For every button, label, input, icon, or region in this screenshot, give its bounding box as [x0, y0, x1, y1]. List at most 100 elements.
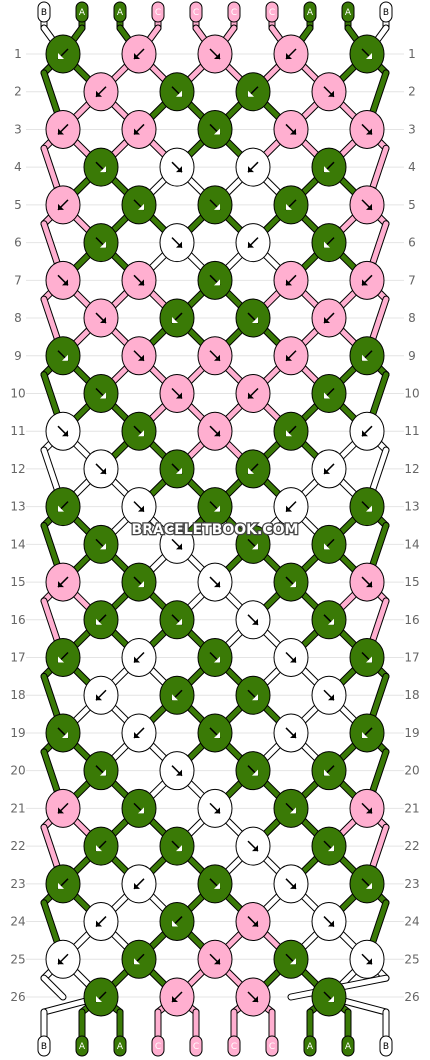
knot	[121, 411, 157, 451]
top-string-label: C	[193, 8, 199, 18]
knot	[273, 109, 309, 149]
row-number-left: 3	[14, 122, 22, 136]
knot	[311, 977, 347, 1017]
bottom-string-label: C	[155, 1042, 161, 1052]
knot	[45, 260, 81, 300]
row-number-right: 8	[408, 311, 416, 325]
arrow-head-icon	[100, 241, 106, 248]
row-number-right: 7	[408, 273, 416, 287]
arrow-head-icon	[96, 920, 102, 927]
arrow-head-icon	[324, 317, 330, 324]
arrow-head-icon	[286, 505, 292, 512]
row-number-right: 17	[404, 651, 419, 665]
knot	[159, 223, 195, 263]
arrow-head-icon	[286, 53, 292, 59]
knot	[121, 185, 157, 225]
arrow-head-icon	[176, 166, 182, 173]
knot	[121, 788, 157, 828]
knot	[159, 449, 195, 489]
knot	[45, 638, 81, 678]
arrow-head-icon	[96, 845, 102, 852]
bottom-string-cap	[265, 1035, 279, 1057]
row-number-left: 7	[14, 273, 22, 287]
row-number-right: 18	[404, 688, 419, 702]
arrow-head-icon	[290, 958, 296, 965]
arrow-head-icon	[252, 769, 258, 776]
row-number-left: 26	[10, 990, 25, 1004]
knot	[273, 939, 309, 979]
arrow-head-icon	[62, 354, 68, 361]
knot	[235, 147, 271, 187]
arrow-head-icon	[214, 807, 220, 814]
knot	[273, 864, 309, 904]
arrow-head-icon	[214, 958, 220, 965]
row-number-right: 6	[408, 236, 416, 250]
knot	[235, 524, 271, 564]
bottom-string-label: C	[269, 1042, 275, 1052]
bottom-string-cap	[75, 1035, 89, 1057]
arrow-head-icon	[252, 694, 258, 701]
knot	[273, 487, 309, 527]
arrow-head-icon	[138, 279, 144, 286]
thread-segment	[41, 975, 66, 1000]
row-number-left: 9	[14, 349, 22, 363]
arrow-head-icon	[214, 354, 220, 361]
arrow-head-icon	[214, 53, 220, 59]
top-string-cap	[265, 1, 279, 23]
knot	[273, 713, 309, 753]
arrow-head-icon	[252, 996, 258, 1002]
row-number-left: 15	[10, 575, 25, 589]
knot	[235, 449, 271, 489]
top-string-label: A	[345, 8, 352, 18]
knot	[83, 373, 119, 413]
arrow-head-icon	[58, 203, 64, 210]
arrow-head-icon	[366, 203, 372, 210]
row-number-right: 21	[404, 801, 419, 815]
knot	[273, 411, 309, 451]
bottom-string-label: A	[345, 1042, 352, 1052]
arrow-head-icon	[214, 128, 220, 135]
knot	[235, 675, 271, 715]
top-string-label: A	[79, 8, 86, 18]
knot	[121, 713, 157, 753]
knot	[121, 562, 157, 602]
arrow-head-icon	[290, 882, 296, 889]
arrow-head-icon	[366, 581, 372, 588]
row-number-right: 25	[404, 952, 419, 966]
row-number-left: 23	[10, 877, 25, 891]
knot	[273, 562, 309, 602]
knot	[197, 864, 233, 904]
knot	[197, 109, 233, 149]
knot	[121, 487, 157, 527]
bottom-string-cap	[341, 1035, 355, 1057]
knot	[45, 411, 81, 451]
row-number-right: 16	[404, 613, 419, 627]
arrow-head-icon	[176, 845, 182, 852]
arrow-head-icon	[214, 581, 220, 588]
knot	[235, 902, 271, 942]
knot	[349, 487, 385, 527]
arrow-head-icon	[362, 279, 368, 286]
knot	[83, 72, 119, 112]
bottom-string-cap	[379, 1035, 393, 1057]
top-string-cap	[189, 1, 203, 23]
row-number-left: 5	[14, 198, 22, 212]
arrow-head-icon	[362, 731, 368, 738]
knot	[45, 562, 81, 602]
arrow-head-icon	[214, 731, 220, 738]
row-number-right: 15	[404, 575, 419, 589]
knot	[311, 298, 347, 338]
arrow-head-icon	[176, 392, 182, 399]
arrow-head-icon	[290, 807, 296, 814]
knot	[197, 185, 233, 225]
row-number-left: 14	[10, 537, 25, 551]
arrow-head-icon	[248, 90, 254, 97]
arrow-head-icon	[252, 618, 258, 625]
arrow-head-icon	[290, 128, 296, 135]
row-number-right: 26	[404, 990, 419, 1004]
arrow-head-icon	[58, 53, 64, 59]
arrow-head-icon	[328, 618, 334, 625]
knot	[121, 864, 157, 904]
